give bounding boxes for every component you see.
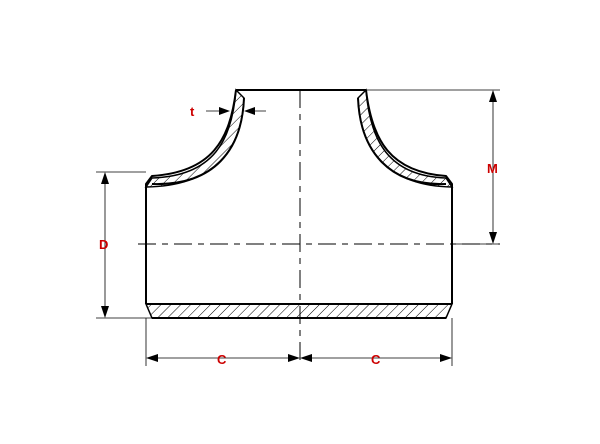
arrow-down-icon: [489, 232, 497, 244]
arrow-down-icon: [101, 306, 109, 318]
label-M: M: [487, 161, 498, 176]
dimension-lines: [101, 90, 497, 362]
arrow-right-icon: [440, 354, 452, 362]
label-D: D: [99, 237, 108, 252]
label-t: t: [190, 104, 195, 119]
arrow-right-icon: [288, 354, 300, 362]
center-lines: [138, 90, 500, 365]
arrow-up-icon: [489, 90, 497, 102]
dimension-labels: t M D C C: [99, 104, 498, 367]
label-C-right: C: [371, 352, 381, 367]
bottom-run-wall: [144, 303, 454, 319]
arrow-left-icon: [244, 107, 255, 115]
arrow-left-icon: [146, 354, 158, 362]
arrow-up-icon: [101, 172, 109, 184]
extension-lines: [96, 89, 500, 366]
arrow-right-icon: [219, 107, 230, 115]
label-C-left: C: [217, 352, 227, 367]
wall-sections: [144, 88, 454, 319]
arrow-left-icon: [300, 354, 312, 362]
right-branch-wall: [357, 88, 454, 188]
tee-outline: [145, 89, 453, 319]
left-branch-wall: [144, 88, 245, 188]
